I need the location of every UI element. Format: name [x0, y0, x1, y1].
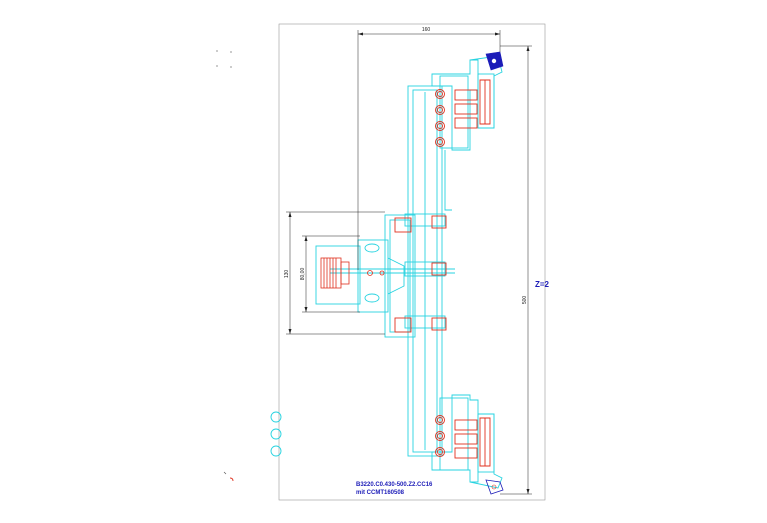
- dim-width-top: 160: [422, 27, 431, 33]
- circle-symbols: [270, 411, 282, 457]
- dim-height-right: 500: [522, 296, 528, 305]
- insert-details: [320, 79, 491, 467]
- dimension-lines: [286, 30, 532, 495]
- caption-part-number: B3220.C0.430-500.Z2.CC16: [356, 482, 433, 488]
- dim-left-inner: 80,00: [300, 268, 306, 281]
- caption-insert-type: mit CCMT160508: [356, 490, 405, 496]
- stray-marks: [216, 50, 234, 482]
- sheet-frame: [278, 23, 546, 501]
- tool-body-outline: [315, 55, 503, 489]
- dim-left-outer: 130: [284, 270, 290, 279]
- cutting-insert-bottom: [485, 479, 504, 495]
- cutting-insert-top: [485, 51, 504, 71]
- teeth-count-label: Z=2: [535, 280, 550, 289]
